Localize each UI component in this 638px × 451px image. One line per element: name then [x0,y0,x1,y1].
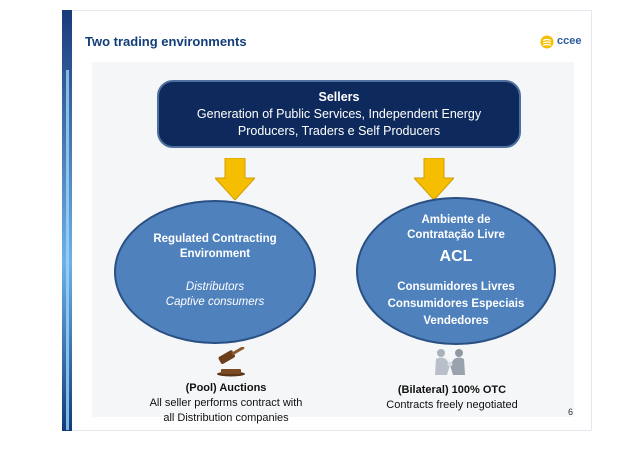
free-participant-2: Consumidores Especiais [387,298,525,310]
free-environment-ellipse: Ambiente de Contratação Livre ACL Consum… [356,197,556,345]
regulated-environment-ellipse: Regulated Contracting Environment Distri… [114,200,316,344]
sellers-line-1: Generation of Public Services, Independe… [196,107,482,121]
left-accent-line [66,70,69,430]
sellers-heading: Sellers [318,90,360,104]
sellers-box: Sellers Generation of Public Services, I… [157,80,521,148]
regulated-title: Regulated Contracting Environment [116,232,314,262]
free-caption-title: (Bilateral) 100% OTC [397,384,507,396]
free-caption-line-1: Contracts freely negotiated [386,399,518,411]
regulated-caption: (Pool) Auctions All seller performs cont… [128,381,324,426]
handshake-icon [435,349,465,375]
ccee-logo-text: ccee [557,35,582,47]
gavel-icon [217,347,245,377]
free-title-line-2: Contratação Livre [407,229,505,241]
regulated-title-line-1: Regulated Contracting [153,233,277,245]
free-acronym: ACL [439,248,473,265]
free-title: Ambiente de Contratação Livre [358,213,554,243]
free-caption: (Bilateral) 100% OTC Contracts freely ne… [372,383,532,413]
regulated-title-line-2: Environment [179,248,251,260]
down-arrow-right-icon [414,158,454,200]
regulated-participants: Distributors Captive consumers [116,280,314,310]
ccee-logo: ccee [540,33,581,49]
free-participants: Consumidores Livres Consumidores Especia… [358,279,554,330]
regulated-participant-2: Captive consumers [165,296,265,308]
ccee-logo-icon [540,34,554,49]
free-participant-1: Consumidores Livres [397,281,515,293]
free-participant-3: Vendedores [423,315,489,327]
regulated-participant-1: Distributors [185,281,245,293]
down-arrow-left-icon [215,158,255,200]
slide-title: Two trading environments [85,34,247,49]
page-number: 6 [568,407,574,417]
sellers-line-2: Producers, Traders e Self Producers [237,124,441,138]
regulated-caption-title: (Pool) Auctions [185,382,267,394]
regulated-caption-line-1: All seller performs contract with [149,397,303,409]
regulated-caption-line-2: all Distribution companies [163,412,289,424]
free-title-line-1: Ambiente de [421,214,491,226]
